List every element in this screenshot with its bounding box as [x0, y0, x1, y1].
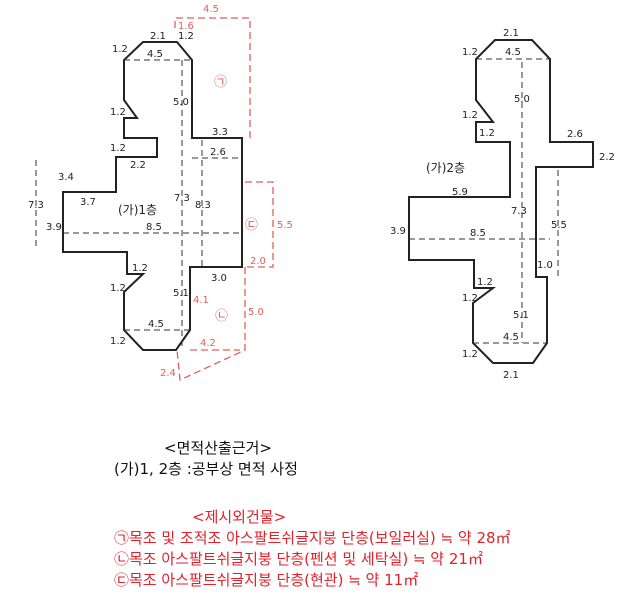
- excluded-buildings-notes: <제시외건물> ㉠목조 및 조적조 아스팔트쉬글지붕 단층(보일러실) ≒ 약 …: [114, 507, 511, 591]
- area-basis-line: (가)1, 2층 :공부상 면적 사정: [114, 460, 298, 478]
- annex-laundry-outline: [176, 267, 246, 381]
- dim-label: 1.2: [110, 283, 126, 294]
- floor1-outline: [62, 41, 243, 351]
- dim-label: 3.3: [212, 127, 228, 138]
- dim-label: 4.5: [505, 47, 521, 58]
- annex-dim-label: 5.0: [248, 307, 264, 318]
- dim-label: 5.9: [452, 187, 468, 198]
- dim-label: 7.3: [174, 193, 190, 204]
- annex-dim-label: 2.4: [160, 368, 176, 379]
- floor2-dimensions: 2.1 1.2 4.5 5.0 1.2 1.2 2.6 2.2 5.9 3.9 …: [390, 28, 615, 381]
- floor2-outline: [408, 39, 594, 364]
- floor-plan-drawing: (가)1층 2.1 1.2 1.2 4.5 5.0 1.2 1.2 2.2 3.…: [28, 4, 615, 381]
- excluded-item-3: ㉢목조 아스팔트쉬글지붕 단층(현관) ≒ 약 11㎡: [114, 571, 419, 589]
- dim-label: 7.3: [511, 206, 527, 217]
- dim-label: 2.1: [503, 370, 519, 381]
- dim-label: 1.2: [110, 107, 126, 118]
- excluded-item-2: ㉡목조 아스팔트쉬글지붕 단층(펜션 및 세탁실) ≒ 약 21㎡: [114, 550, 483, 568]
- dim-label: 4.5: [148, 319, 164, 330]
- floor1-label: (가)1층: [118, 203, 157, 217]
- dim-label: 2.2: [599, 152, 615, 163]
- excluded-item-1: ㉠목조 및 조적조 아스팔트쉬글지붕 단층(보일러실) ≒ 약 28㎡: [114, 529, 511, 547]
- floor2-label: (가)2층: [426, 161, 465, 175]
- dim-label: 2.6: [210, 147, 226, 158]
- dim-label: 1.2: [479, 128, 495, 139]
- dim-label: 2.1: [150, 31, 166, 42]
- floor2-plan: (가)2층 2.1 1.2 4.5 5.0 1.2 1.2 2.6 2.2 5.…: [390, 28, 615, 381]
- dim-label: 3.7: [80, 197, 96, 208]
- dim-label: 1.2: [462, 110, 478, 121]
- dim-label: 1.2: [477, 277, 493, 288]
- dim-label: 8.5: [470, 228, 486, 239]
- dim-label: 5.1: [173, 288, 189, 299]
- annex-mark-3: ㉢: [245, 218, 258, 233]
- floor1-dimension-lines: [35, 59, 242, 350]
- annex-entrance-outline: [245, 181, 274, 268]
- dim-label: 1.2: [110, 143, 126, 154]
- floor1-dimensions: 2.1 1.2 1.2 4.5 5.0 1.2 1.2 2.2 3.4 3.7 …: [28, 31, 228, 347]
- dim-label: 3.0: [211, 273, 227, 284]
- dim-label: 8.5: [146, 222, 162, 233]
- annex-structures: 4.5 1.6 5.5 2.0 4.1 5.0 4.2 2.4 ㉠ ㉢ ㉡: [160, 4, 293, 381]
- dim-label: 5.0: [514, 94, 530, 105]
- annex-dim-label: 4.2: [200, 338, 216, 349]
- dim-label: 2.2: [130, 160, 146, 171]
- dim-label: 1.2: [110, 336, 126, 347]
- floor1-plan: (가)1층 2.1 1.2 1.2 4.5 5.0 1.2 1.2 2.2 3.…: [28, 4, 293, 381]
- area-basis-notes: <면적산출근거> (가)1, 2층 :공부상 면적 사정: [114, 438, 298, 480]
- dim-label: 1.2: [462, 47, 478, 58]
- dim-label: 1.2: [178, 31, 194, 42]
- dim-label: 3.9: [390, 226, 406, 237]
- annex-dim-label: 5.5: [277, 220, 293, 231]
- annex-dim-label: 4.1: [193, 295, 209, 306]
- annex-dim-label: 2.0: [250, 256, 266, 267]
- dim-label: 4.5: [503, 332, 519, 343]
- dim-label: 3.4: [58, 172, 74, 183]
- excluded-buildings-heading: <제시외건물>: [192, 508, 287, 526]
- dim-label: 8.3: [195, 200, 211, 211]
- annex-mark-2: ㉡: [215, 309, 228, 324]
- dim-label: 3.9: [46, 222, 62, 233]
- dim-label: 1.2: [462, 349, 478, 360]
- dim-label: 7.3: [28, 200, 44, 211]
- dim-label: 1.2: [132, 263, 148, 274]
- annex-dim-label: 4.5: [203, 4, 219, 15]
- dim-label: 1.0: [537, 260, 553, 271]
- annex-dim-label: 1.6: [178, 21, 194, 32]
- floor2-dimension-lines: [409, 58, 559, 344]
- dim-label: 2.1: [503, 28, 519, 39]
- annex-mark-1: ㉠: [214, 75, 227, 90]
- annex-boiler-room-outline: [174, 17, 251, 138]
- dim-label: 1.2: [112, 44, 128, 55]
- dim-label: 4.5: [147, 49, 163, 60]
- dim-label: 5.0: [173, 97, 189, 108]
- dim-label: 5.1: [513, 310, 529, 321]
- dim-label: 1.2: [462, 293, 478, 304]
- dim-label: 5.5: [551, 220, 567, 231]
- dim-label: 2.6: [567, 129, 583, 140]
- area-basis-heading: <면적산출근거>: [164, 439, 272, 457]
